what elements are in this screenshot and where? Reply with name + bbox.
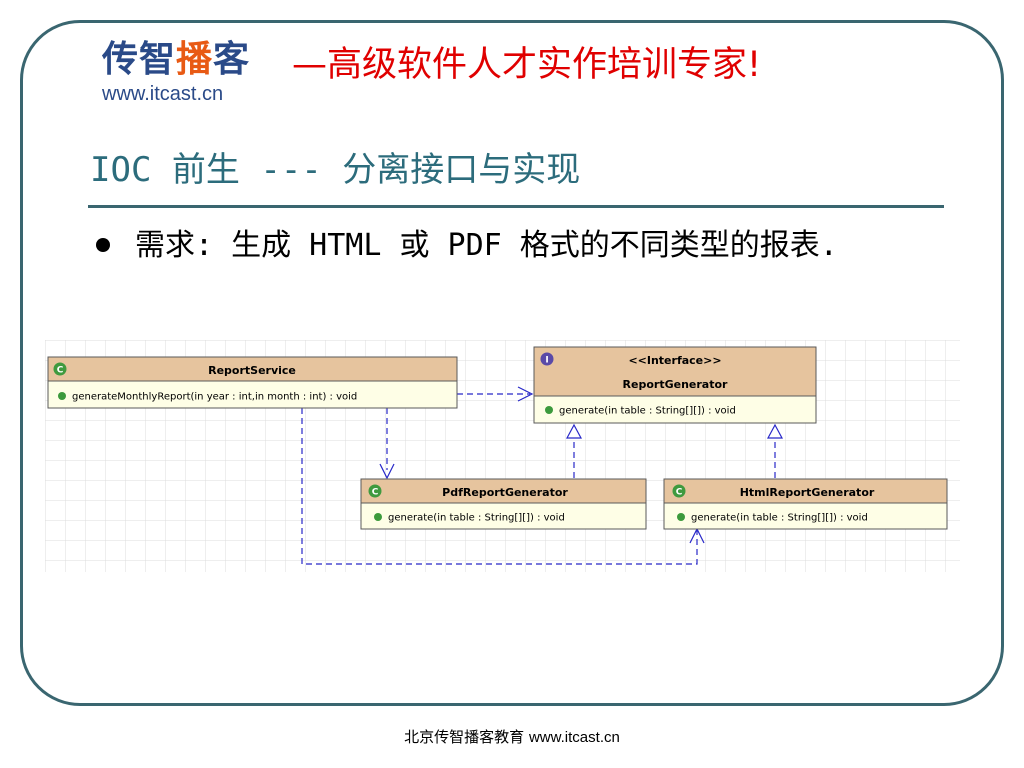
footer-org: 北京传智播客教育 bbox=[404, 728, 525, 746]
logo-chinese: 传智播客 bbox=[102, 40, 282, 80]
dependency-service-to-html bbox=[301, 408, 698, 565]
interface-icon bbox=[540, 352, 554, 366]
class-icon bbox=[53, 362, 67, 376]
logo-char: 播 bbox=[176, 39, 214, 80]
interface-report-generator: I <<Interface>> ReportGenerator generate… bbox=[533, 346, 817, 424]
stereotype: <<Interface>> bbox=[628, 354, 721, 367]
class-report-service: C ReportService generateMonthlyReport(in… bbox=[47, 356, 458, 409]
realization-triangle bbox=[565, 423, 583, 439]
class-icon-letter: C bbox=[57, 366, 64, 376]
class-name: PdfReportGenerator bbox=[442, 486, 568, 499]
class-icon bbox=[368, 484, 382, 498]
slide-frame bbox=[20, 20, 1004, 706]
title-divider bbox=[88, 205, 944, 208]
public-method-icon bbox=[58, 392, 66, 400]
public-method-icon bbox=[545, 406, 553, 414]
public-method-icon bbox=[677, 513, 685, 521]
logo-char: 传 bbox=[102, 39, 140, 80]
open-arrow-head bbox=[379, 463, 395, 480]
open-arrow-head bbox=[517, 386, 534, 402]
bullet-dot-icon bbox=[96, 238, 110, 252]
method-signature: generateMonthlyReport(in year : int,in m… bbox=[72, 392, 357, 403]
public-method-icon bbox=[374, 513, 382, 521]
logo-char: 客 bbox=[213, 39, 251, 80]
class-html-report-generator: C HtmlReportGenerator generate(in table … bbox=[663, 478, 948, 530]
class-icon bbox=[672, 484, 686, 498]
interface-name: ReportGenerator bbox=[623, 378, 728, 391]
bullet-requirement: 需求: 生成 HTML 或 PDF 格式的不同类型的报表. bbox=[135, 228, 838, 263]
slide-title: IOC 前生 --- 分离接口与实现 bbox=[90, 150, 581, 190]
method-signature: generate(in table : String[][]) : void bbox=[559, 406, 736, 417]
class-name: ReportService bbox=[208, 364, 296, 377]
method-signature: generate(in table : String[][]) : void bbox=[388, 513, 565, 524]
logo-url: www.itcast.cn bbox=[102, 83, 224, 105]
class-name: HtmlReportGenerator bbox=[740, 486, 875, 499]
slogan: —高级软件人才实作培训专家! bbox=[292, 45, 762, 85]
class-icon-letter: C bbox=[372, 488, 379, 498]
class-pdf-report-generator: C PdfReportGenerator generate(in table :… bbox=[360, 478, 647, 530]
itcast-logo: 传智播客 www.itcast.cn bbox=[102, 40, 282, 110]
footer-url: www.itcast.cn bbox=[528, 729, 620, 746]
uml-class-diagram: C ReportService generateMonthlyReport(in… bbox=[45, 340, 960, 572]
footer: 北京传智播客教育 www.itcast.cn bbox=[0, 726, 1024, 747]
class-icon-letter: C bbox=[676, 488, 683, 498]
realization-triangle bbox=[766, 423, 784, 439]
logo-char: 智 bbox=[139, 39, 177, 80]
interface-icon-letter: I bbox=[545, 356, 548, 366]
method-signature: generate(in table : String[][]) : void bbox=[691, 513, 868, 524]
